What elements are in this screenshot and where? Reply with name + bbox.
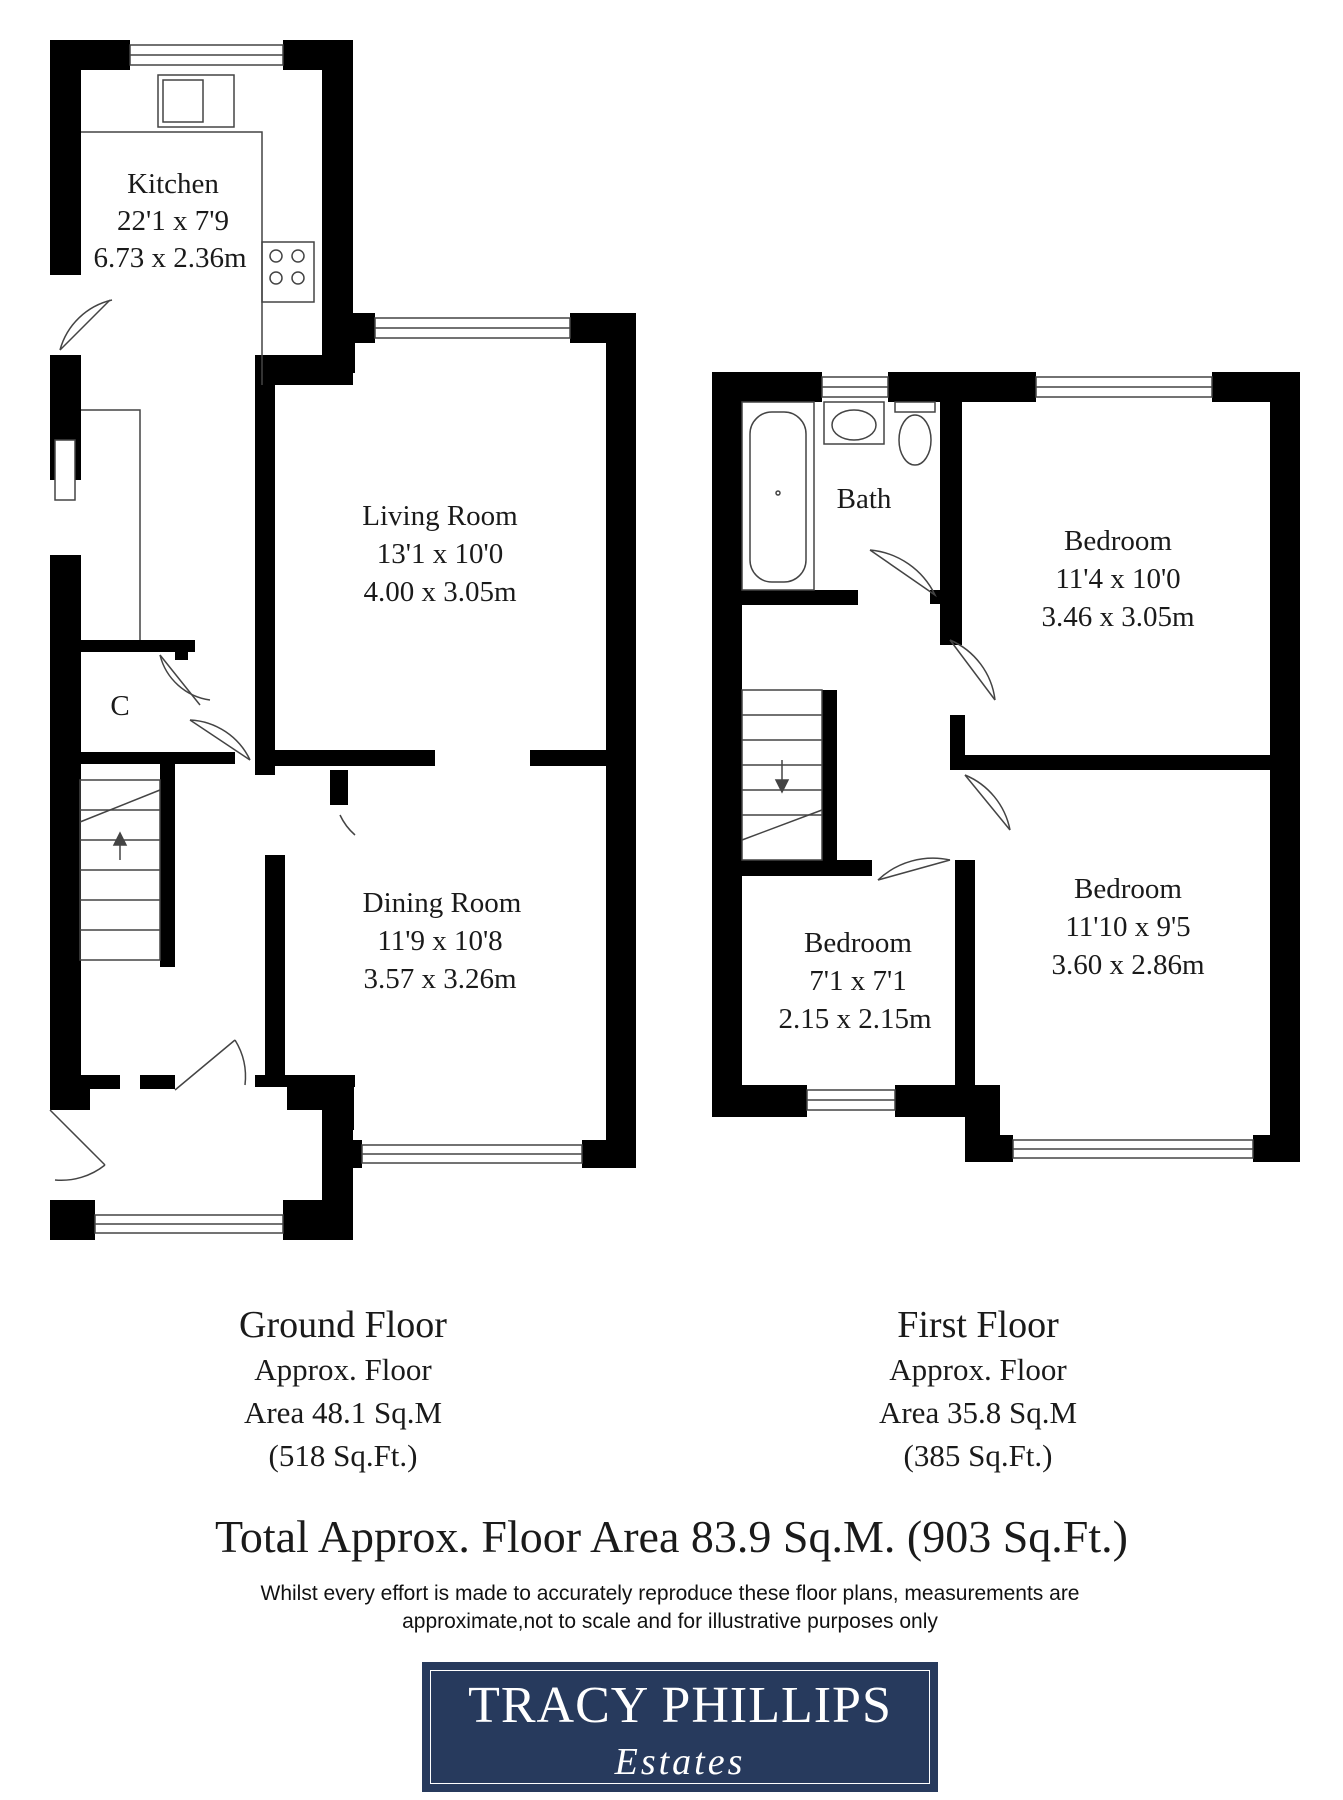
logo-frame: [430, 1670, 930, 1784]
kitchen-imperial: 22'1 x 7'9: [117, 205, 229, 237]
bedroom-3-name: Bedroom: [804, 927, 912, 959]
bedroom-2-name: Bedroom: [1074, 873, 1182, 905]
dining-room-imperial: 11'9 x 10'8: [377, 925, 502, 957]
logo-brand: TRACY PHILLIPS: [468, 1677, 892, 1734]
floor-plan-drawing: Kitchen 22'1 x 7'9 6.73 x 2.36m Living R…: [49, 40, 1300, 1240]
ground-floor-area-line3: (518 Sq.Ft.): [268, 1438, 418, 1473]
bedroom-1-name: Bedroom: [1064, 525, 1172, 557]
kitchen-metric: 6.73 x 2.36m: [93, 242, 247, 274]
first-floor-area-line2: Area 35.8 Sq.M: [878, 1395, 1078, 1430]
dining-room-name: Dining Room: [363, 887, 522, 919]
bedroom-1-metric: 3.46 x 3.05m: [1041, 601, 1195, 633]
bath-label: Bath: [837, 483, 892, 515]
bedroom-2-imperial: 11'10 x 9'5: [1065, 911, 1190, 943]
disclaimer-line2: approximate,not to scale and for illustr…: [402, 1610, 938, 1633]
first-floor-title: First Floor: [897, 1304, 1059, 1346]
ground-floor-fixtures: [49, 44, 583, 1234]
kitchen-name: Kitchen: [127, 168, 219, 200]
ground-floor-area-line2: Area 48.1 Sq.M: [243, 1395, 443, 1430]
first-floor-fixtures: [741, 376, 1254, 1159]
disclaimer: Whilst every effort is made to accuratel…: [170, 1580, 1170, 1636]
room-labels: Kitchen 22'1 x 7'9 6.73 x 2.36m Living R…: [93, 168, 1205, 1035]
living-room-metric: 4.00 x 3.05m: [363, 576, 517, 608]
cupboard-label: C: [110, 690, 129, 722]
logo-sub: Estates: [614, 1741, 746, 1783]
first-floor-area-line3: (385 Sq.Ft.): [903, 1438, 1053, 1473]
living-room-imperial: 13'1 x 10'0: [377, 538, 503, 570]
ground-floor-title: Ground Floor: [239, 1304, 447, 1346]
bedroom-3-metric: 2.15 x 2.15m: [778, 1003, 932, 1035]
living-room-name: Living Room: [362, 500, 518, 532]
ground-floor-caption: Ground Floor Approx. Floor Area 48.1 Sq.…: [133, 1302, 553, 1477]
first-floor-caption: First Floor Approx. Floor Area 35.8 Sq.M…: [768, 1302, 1188, 1477]
agency-logo: TRACY PHILLIPS Estates: [422, 1662, 938, 1792]
first-floor-area-line1: Approx. Floor: [889, 1352, 1067, 1387]
disclaimer-line1: Whilst every effort is made to accuratel…: [260, 1582, 1080, 1605]
bedroom-1-imperial: 11'4 x 10'0: [1055, 563, 1180, 595]
first-floor-plan: [712, 372, 1300, 1162]
ground-floor-area-line1: Approx. Floor: [254, 1352, 432, 1387]
bedroom-3-imperial: 7'1 x 7'1: [809, 965, 906, 997]
dining-room-metric: 3.57 x 3.26m: [363, 963, 517, 995]
total-floor-area: Total Approx. Floor Area 83.9 Sq.M. (903…: [215, 1511, 1128, 1562]
bedroom-2-metric: 3.60 x 2.86m: [1051, 949, 1205, 981]
